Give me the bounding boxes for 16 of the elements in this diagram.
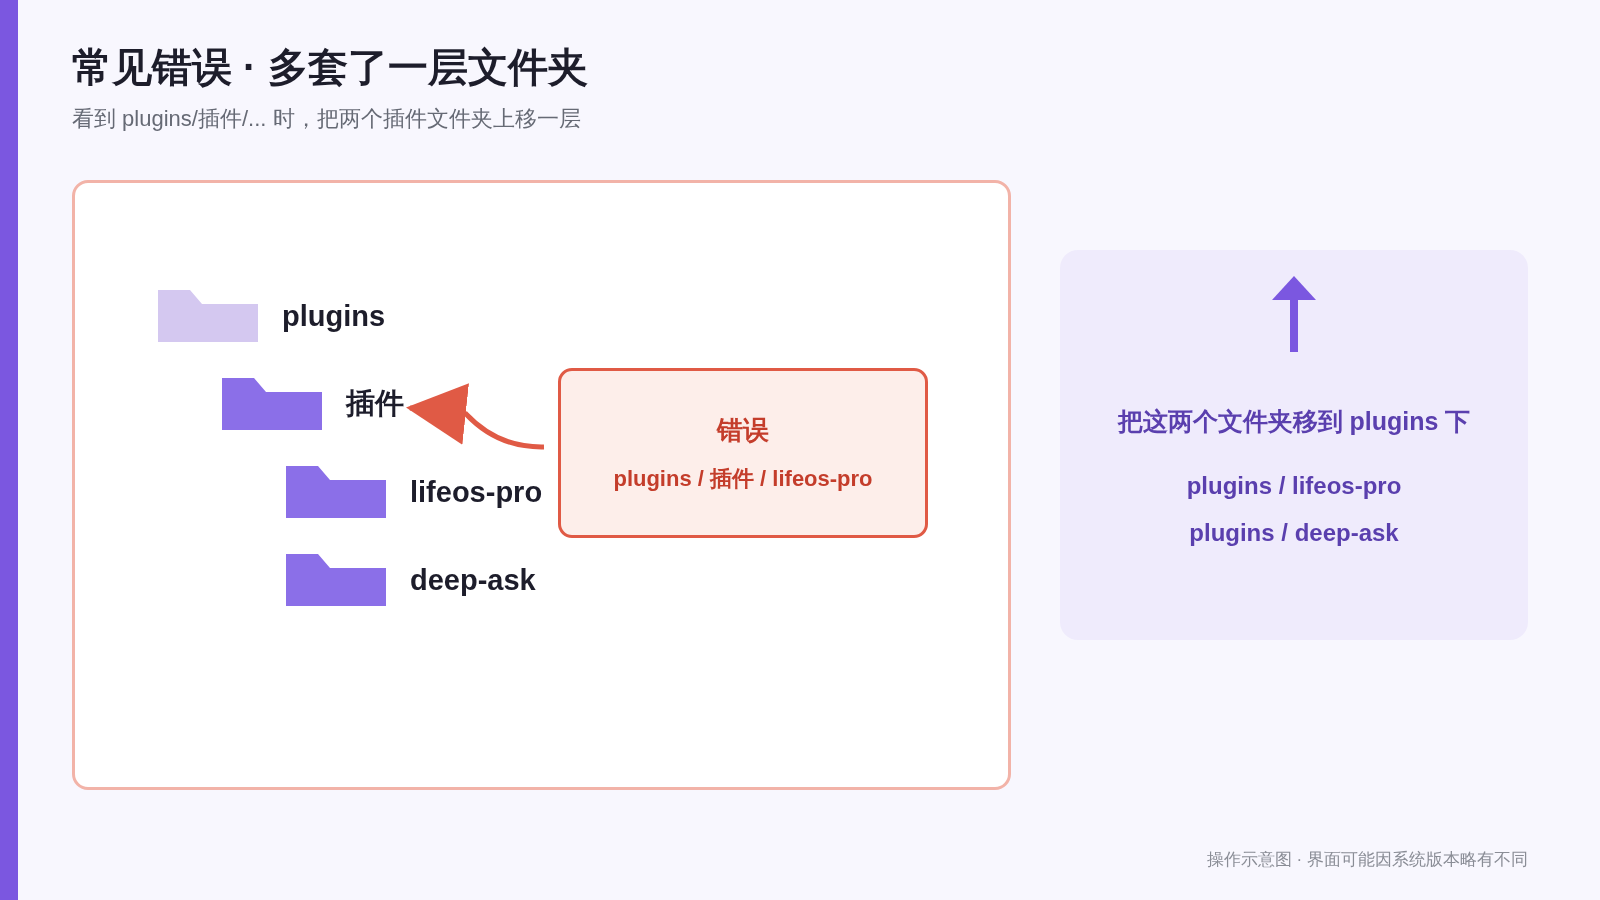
footnote: 操作示意图 · 界面可能因系统版本略有不同 bbox=[1206, 849, 1528, 871]
instruction-text: 把这两个文件夹移到 plugins 下 bbox=[1116, 406, 1472, 437]
folder-panel bbox=[72, 180, 1011, 790]
arrow bbox=[406, 383, 545, 450]
subtitle: 看到 plugins/插件/... 时，把两个插件文件夹上移一层 bbox=[72, 105, 581, 133]
folder-name: deep-ask bbox=[410, 563, 536, 597]
path-text: plugins / lifeos-pro bbox=[1185, 472, 1403, 500]
folder-name: 插件 bbox=[346, 386, 404, 421]
info-panel bbox=[1060, 250, 1528, 640]
title: 常见错误 · 多套了一层文件夹 bbox=[72, 44, 588, 91]
folder-name: plugins bbox=[282, 299, 386, 333]
path-text: plugins / deep-ask bbox=[1188, 519, 1400, 547]
path-text: plugins / 插件 / lifeos-pro bbox=[613, 464, 873, 493]
folder-name: lifeos-pro bbox=[410, 475, 543, 509]
error-callout bbox=[558, 368, 928, 538]
callout-heading: 错误 bbox=[717, 413, 769, 447]
